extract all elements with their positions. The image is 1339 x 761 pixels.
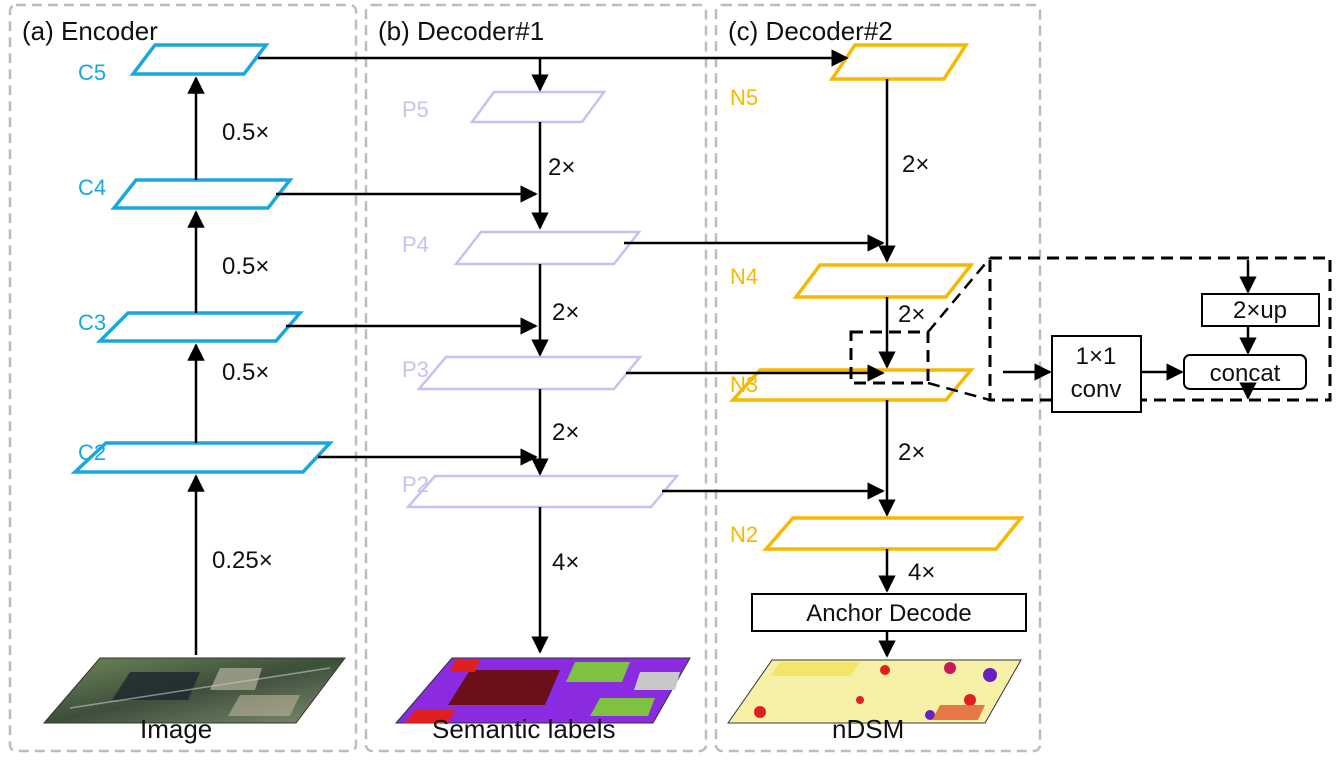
zoom-connector-top	[927, 257, 991, 333]
c3-feature-map	[95, 311, 304, 343]
decoder2-title: (c) Decoder#2	[728, 16, 893, 46]
decoder2-scale-label: 2×	[902, 151, 929, 178]
p2-feature-map	[405, 474, 680, 509]
c2-label: C2	[78, 440, 106, 465]
encoder-title: (a) Encoder	[22, 16, 158, 46]
decoder2-scale-label: 2×	[898, 301, 925, 328]
encoder-panel	[8, 3, 358, 753]
c4-label: C4	[78, 175, 106, 200]
anchor-decode-box	[751, 593, 1027, 632]
encoder-scale-label: 0.5×	[222, 119, 269, 146]
c2-feature-map	[70, 441, 335, 474]
c4-feature-map	[110, 178, 294, 210]
p4-feature-map	[453, 230, 642, 266]
zoom-inset-panel	[988, 256, 1332, 402]
p4-label: P4	[402, 232, 429, 257]
p3-feature-map	[416, 355, 643, 391]
conv-label-line1: 1×1	[1076, 343, 1117, 370]
conv-label-line2: conv	[1071, 376, 1122, 403]
concat-label: concat	[1210, 360, 1281, 387]
encoder-scale-label: 0.5×	[222, 253, 269, 280]
upsample-label: 2×up	[1233, 297, 1287, 324]
n4-label: N4	[730, 264, 758, 289]
anchor-decode-label: Anchor Decode	[806, 600, 971, 627]
zoom-connector-bottom	[927, 381, 991, 402]
zoom-region-marker	[849, 330, 930, 385]
encoder-scale-label: 0.5×	[222, 359, 269, 386]
image-caption: Image	[140, 714, 212, 744]
n2-feature-map	[762, 516, 1025, 551]
p5-feature-map	[469, 90, 607, 124]
input-image	[42, 657, 347, 724]
p5-label: P5	[402, 97, 429, 122]
semantic-label-map	[394, 657, 691, 724]
c5-feature-map	[129, 43, 270, 76]
decoder2-scale-label: 2×	[898, 439, 925, 466]
p3-label: P3	[402, 357, 429, 382]
decoder2-scale-label: 4×	[908, 559, 935, 586]
decoder1-title: (b) Decoder#1	[378, 16, 544, 46]
ndsm-map	[727, 659, 1022, 724]
c3-label: C3	[78, 310, 106, 335]
decoder1-panel	[364, 3, 708, 753]
n5-feature-map	[828, 43, 970, 81]
decoder1-scale-label: 2×	[552, 419, 579, 446]
n5-label: N5	[730, 85, 758, 110]
conv-box	[1051, 335, 1142, 413]
encoder-scale-label: 0.25×	[212, 547, 273, 574]
ndsm-caption: nDSM	[832, 714, 904, 744]
n2-label: N2	[730, 522, 758, 547]
decoder1-scale-label: 2×	[548, 154, 575, 181]
n4-feature-map	[792, 263, 975, 299]
p2-label: P2	[402, 472, 429, 497]
c5-label: C5	[78, 60, 106, 85]
upsample-box	[1201, 293, 1320, 327]
n3-label: N3	[730, 372, 758, 397]
decoder1-scale-label: 4×	[552, 549, 579, 576]
n3-feature-map	[729, 368, 975, 402]
semantic-labels-caption: Semantic labels	[432, 714, 616, 744]
decoder1-scale-label: 2×	[552, 299, 579, 326]
